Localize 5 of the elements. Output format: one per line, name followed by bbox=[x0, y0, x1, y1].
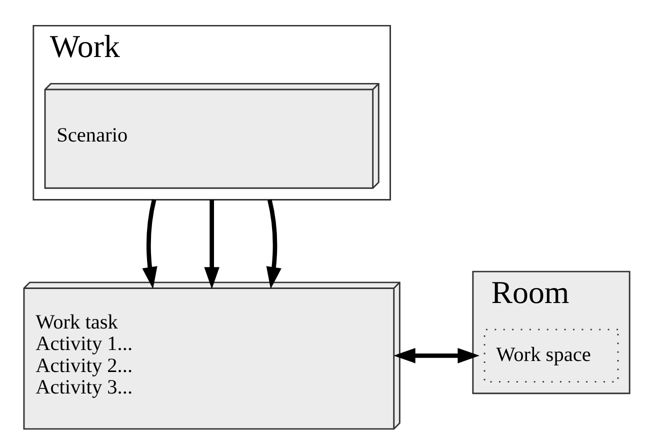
arrow bbox=[204, 200, 220, 289]
arrow bbox=[394, 348, 480, 364]
arrow bbox=[266, 199, 282, 289]
arrow bbox=[142, 199, 158, 289]
node-box: Work space bbox=[484, 328, 619, 383]
